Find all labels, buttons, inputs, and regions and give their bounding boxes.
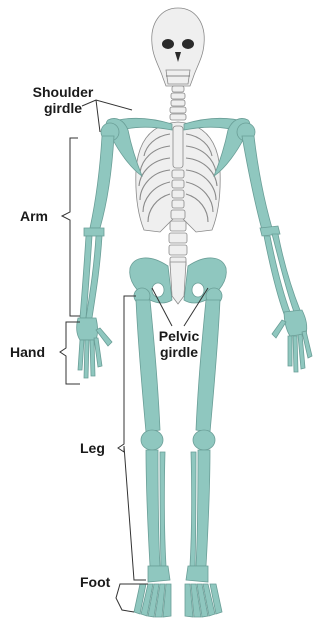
- left-arm: [80, 123, 119, 318]
- right-hand: [272, 310, 312, 372]
- shoulder-girdle-label: Shoulder girdle: [30, 84, 96, 116]
- pelvic-girdle-label-line1: Pelvic: [150, 328, 208, 344]
- shoulder-girdle-label-line2: girdle: [30, 100, 96, 116]
- pelvic-girdle-label: Pelvic girdle: [150, 328, 208, 360]
- shoulder-girdle-label-line1: Shoulder: [30, 84, 96, 100]
- left-foot: [134, 566, 171, 617]
- vertebral-column: [169, 170, 187, 267]
- right-arm: [237, 123, 300, 314]
- hand-label: Hand: [10, 344, 45, 360]
- cervical-spine: [170, 86, 186, 120]
- leg-label: Leg: [80, 440, 105, 456]
- pelvic-girdle-label-line2: girdle: [150, 344, 208, 360]
- right-foot: [185, 566, 222, 617]
- foot-label: Foot: [80, 574, 110, 590]
- arm-bracket: [62, 138, 80, 316]
- left-hand: [77, 318, 112, 378]
- skull: [152, 8, 205, 86]
- arm-label: Arm: [20, 208, 48, 224]
